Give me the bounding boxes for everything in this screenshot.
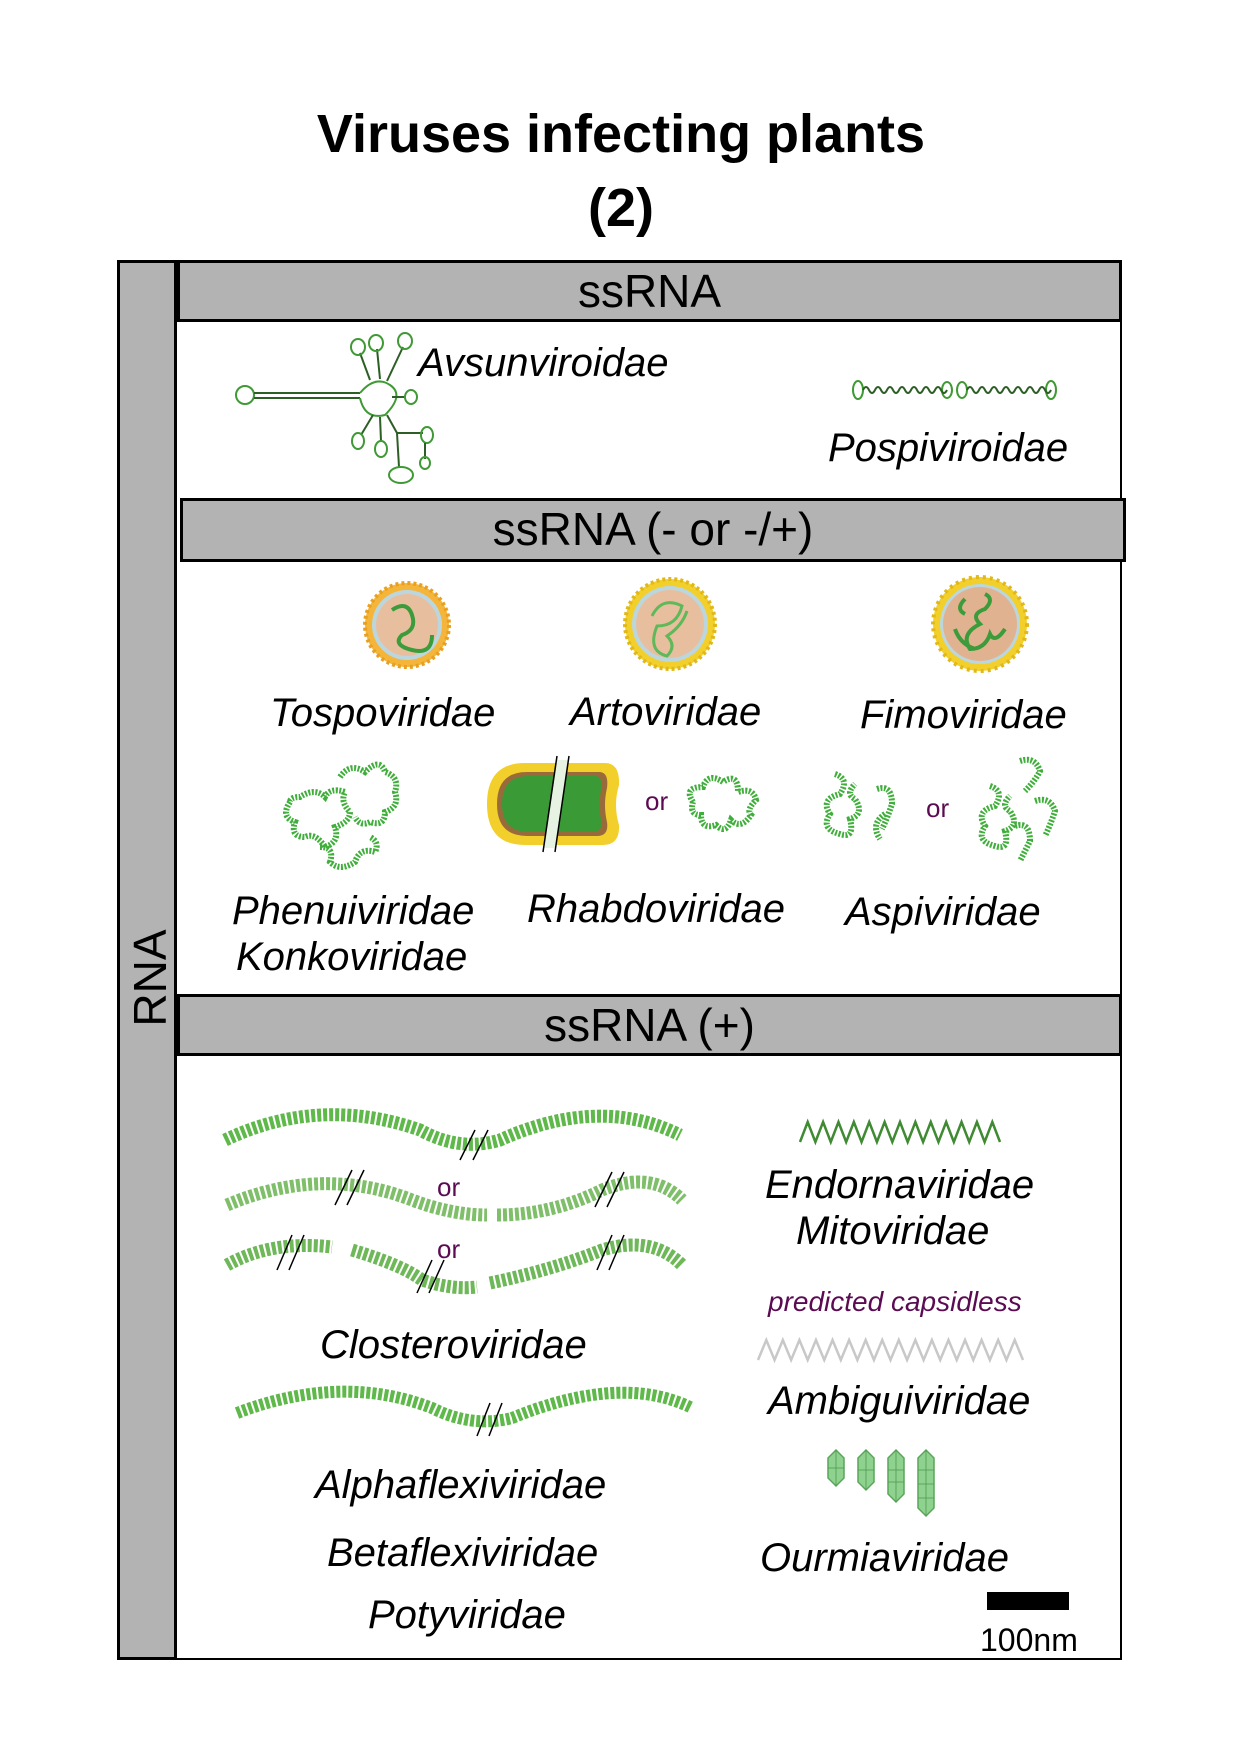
aspiviridae-nucleocapsid-alt-icon xyxy=(978,756,1059,863)
rod-viroid-icon xyxy=(852,380,1057,400)
or-label-clostero-2: or xyxy=(437,1234,461,1264)
family-ambiguiviridae: Ambiguiviridae xyxy=(768,1379,1031,1423)
family-endornaviridae: Endornaviridae xyxy=(765,1163,1035,1207)
family-alphaflexiviridae: Alphaflexiviridae xyxy=(315,1463,607,1507)
section-header-ssrna-negative: ssRNA (- or -/+) xyxy=(180,498,1126,562)
closteroviridae-filament-2-icon xyxy=(224,1169,687,1222)
family-fimoviridae: Fimoviridae xyxy=(860,693,1067,737)
family-pospiviroidae: Pospiviroidae xyxy=(828,426,1069,470)
family-konkoviridae: Konkoviridae xyxy=(236,935,468,979)
rna-label-text: RNA xyxy=(124,929,176,1027)
family-phenuiviridae: Phenuiviridae xyxy=(232,889,475,933)
figure-title-line2: (2) xyxy=(588,178,654,238)
aspiviridae-nucleocapsid-icon xyxy=(823,771,896,841)
scale-bar xyxy=(987,1592,1069,1610)
family-avsunviroidae: Avsunviroidae xyxy=(418,341,669,385)
or-label-rhabdo: or xyxy=(645,786,669,816)
figure-title-line1: Viruses infecting plants xyxy=(316,104,926,164)
section-header-ssrna: ssRNA xyxy=(177,260,1122,322)
closteroviridae-filament-1-icon xyxy=(222,1108,683,1161)
phenuiviridae-nucleocapsid-icon xyxy=(283,761,400,870)
content-frame xyxy=(177,260,1122,1660)
family-closteroviridae: Closteroviridae xyxy=(320,1323,587,1367)
family-potyviridae: Potyviridae xyxy=(368,1593,566,1637)
closteroviridae-filament-3-icon xyxy=(223,1234,687,1295)
family-ourmiaviridae: Ourmiaviridae xyxy=(760,1536,1009,1580)
endornaviridae-naked-rna-icon xyxy=(798,1118,1002,1146)
or-label-aspi: or xyxy=(926,793,950,823)
family-mitoviridae: Mitoviridae xyxy=(796,1209,990,1253)
family-tospoviridae: Tospoviridae xyxy=(270,691,496,735)
branched-viroid-icon xyxy=(235,332,434,484)
or-label-clostero-1: or xyxy=(437,1172,461,1202)
rhabdoviridae-nucleocapsid-icon xyxy=(686,775,760,832)
tospoviridae-virion-icon xyxy=(363,581,451,669)
rna-label: RNA xyxy=(122,929,178,1026)
ambiguiviridae-naked-rna-icon xyxy=(756,1336,1025,1364)
predicted-capsidless-note: predicted capsidless xyxy=(768,1286,1022,1317)
rna-side-bar xyxy=(117,260,177,1660)
family-betaflexiviridae: Betaflexiviridae xyxy=(327,1531,599,1575)
family-aspiviridae: Aspiviridae xyxy=(845,890,1041,934)
artoviridae-virion-icon xyxy=(623,577,717,671)
fimoviridae-virion-icon xyxy=(931,575,1029,673)
ourmiaviridae-bacilliform-icon xyxy=(827,1448,935,1518)
flexivirus-filament-icon xyxy=(234,1385,695,1437)
family-rhabdoviridae: Rhabdoviridae xyxy=(527,887,785,931)
scale-bar-label: 100nm xyxy=(980,1622,1078,1658)
rhabdoviridae-bullet-virion-icon xyxy=(487,755,620,853)
section-header-ssrna-positive: ssRNA (+) xyxy=(177,994,1122,1056)
family-artoviridae: Artoviridae xyxy=(570,690,762,734)
